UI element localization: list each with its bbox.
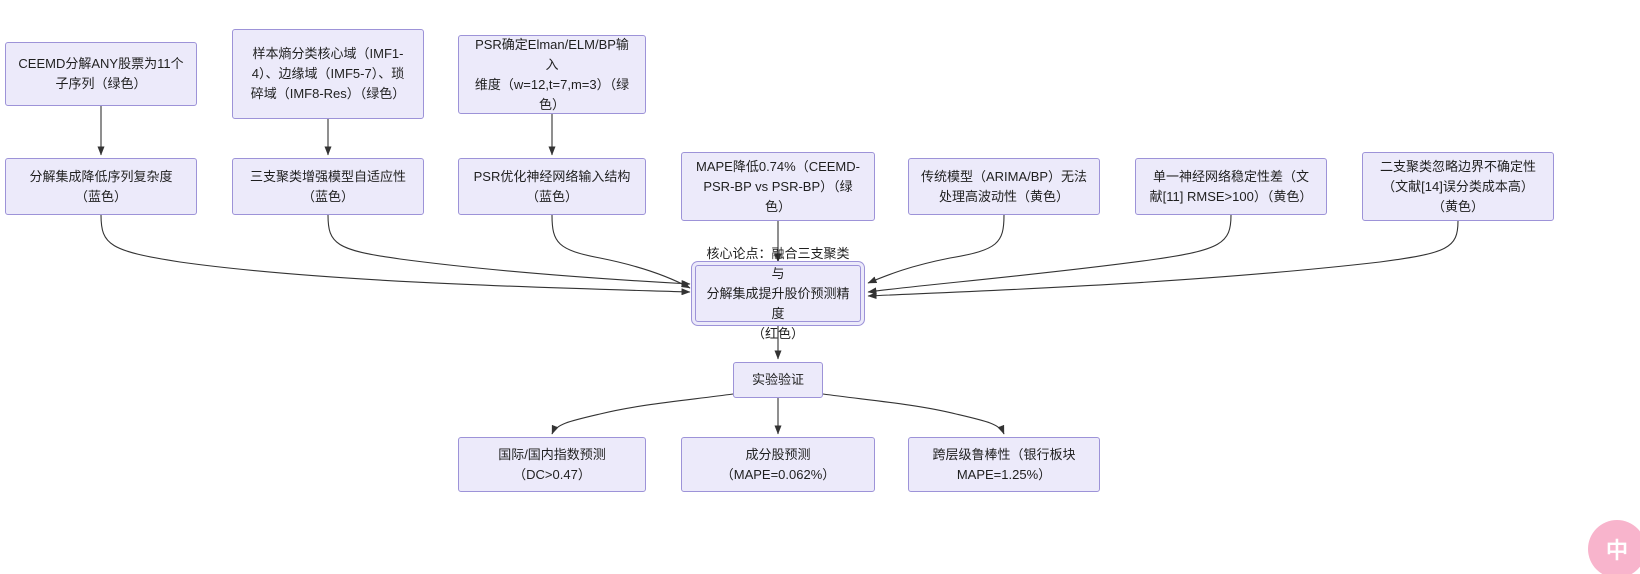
node-decompose-complexity[interactable]: 分解集成降低序列复杂度 （蓝色） xyxy=(5,158,197,215)
watermark-badge: 中 xyxy=(1588,520,1640,574)
node-label: 二支聚类忽略边界不确定性 （文献[14]误分类成本高） （黄色） xyxy=(1379,158,1536,214)
node-core-claim[interactable]: 核心论点：融合三支聚类与 分解集成提升股价预测精度 （红色） xyxy=(695,246,861,341)
node-label: 三支聚类增强模型自适应性 （蓝色） xyxy=(249,168,406,204)
edge-experiment-to-index xyxy=(551,393,734,435)
edge-boundary-to-core xyxy=(867,220,1459,300)
node-label: PSR优化神经网络输入结构 （蓝色） xyxy=(473,168,631,204)
node-ceemd-decompose[interactable]: CEEMD分解ANY股票为11个 子序列（绿色） xyxy=(5,42,197,106)
node-label: 分解集成降低序列复杂度 （蓝色） xyxy=(29,168,173,204)
node-label: CEEMD分解ANY股票为11个 子序列（绿色） xyxy=(18,56,184,91)
node-mape-reduce[interactable]: MAPE降低0.74%（CEEMD- PSR-BP vs PSR-BP）（绿 色… xyxy=(681,152,875,221)
node-two-way-boundary[interactable]: 二支聚类忽略边界不确定性 （文献[14]误分类成本高） （黄色） xyxy=(1362,152,1554,221)
node-label: 实验验证 xyxy=(751,372,804,387)
node-label: 单一神经网络稳定性差（文 献[11] RMSE>100）（黄色） xyxy=(1149,168,1313,204)
node-sample-entropy[interactable]: 样本熵分类核心域（IMF1- 4）、边缘域（IMF5-7）、琐 碎域（IMF8-… xyxy=(232,29,424,119)
node-component-forecast[interactable]: 成分股预测 （MAPE=0.062%） xyxy=(681,437,875,492)
node-experiment-verification[interactable]: 实验验证 xyxy=(733,362,823,398)
edge-experiment-to-robust xyxy=(822,393,1005,435)
edge-stability-to-core xyxy=(867,214,1232,295)
node-label: 核心论点：融合三支聚类与 分解集成提升股价预测精度 （红色） xyxy=(706,245,850,341)
node-label: 成分股预测 （MAPE=0.062%） xyxy=(720,446,836,482)
node-index-forecast[interactable]: 国际/国内指数预测 （DC>0.47） xyxy=(458,437,646,492)
node-psr-optimize[interactable]: PSR优化神经网络输入结构 （蓝色） xyxy=(458,158,646,215)
node-traditional-model[interactable]: 传统模型（ARIMA/BP）无法 处理高波动性（黄色） xyxy=(908,158,1100,215)
node-label: 国际/国内指数预测 （DC>0.47） xyxy=(498,446,606,482)
node-three-way-adaptive[interactable]: 三支聚类增强模型自适应性 （蓝色） xyxy=(232,158,424,215)
node-label: 跨层级鲁棒性（银行板块 MAPE=1.25%） xyxy=(932,446,1076,482)
edge-traditional-to-core xyxy=(867,214,1005,284)
edge-complexity-to-core xyxy=(100,214,691,296)
node-single-nn-stability[interactable]: 单一神经网络稳定性差（文 献[11] RMSE>100）（黄色） xyxy=(1135,158,1327,215)
node-psr-input-dim[interactable]: PSR确定Elman/ELM/BP输入 维度（w=12,t=7,m=3）（绿 色… xyxy=(458,35,646,114)
node-label: MAPE降低0.74%（CEEMD- PSR-BP vs PSR-BP）（绿 色… xyxy=(696,158,860,214)
node-label: 传统模型（ARIMA/BP）无法 处理高波动性（黄色） xyxy=(920,168,1088,204)
watermark-label: 中 xyxy=(1605,538,1628,563)
node-label: 样本熵分类核心域（IMF1- 4）、边缘域（IMF5-7）、琐 碎域（IMF8-… xyxy=(250,46,406,101)
edge-adaptive-to-core xyxy=(327,214,691,288)
edge-psropt-to-core xyxy=(551,214,691,289)
node-cross-layer-robust[interactable]: 跨层级鲁棒性（银行板块 MAPE=1.25%） xyxy=(908,437,1100,492)
node-label: PSR确定Elman/ELM/BP输入 维度（w=12,t=7,m=3）（绿 色… xyxy=(474,36,630,112)
